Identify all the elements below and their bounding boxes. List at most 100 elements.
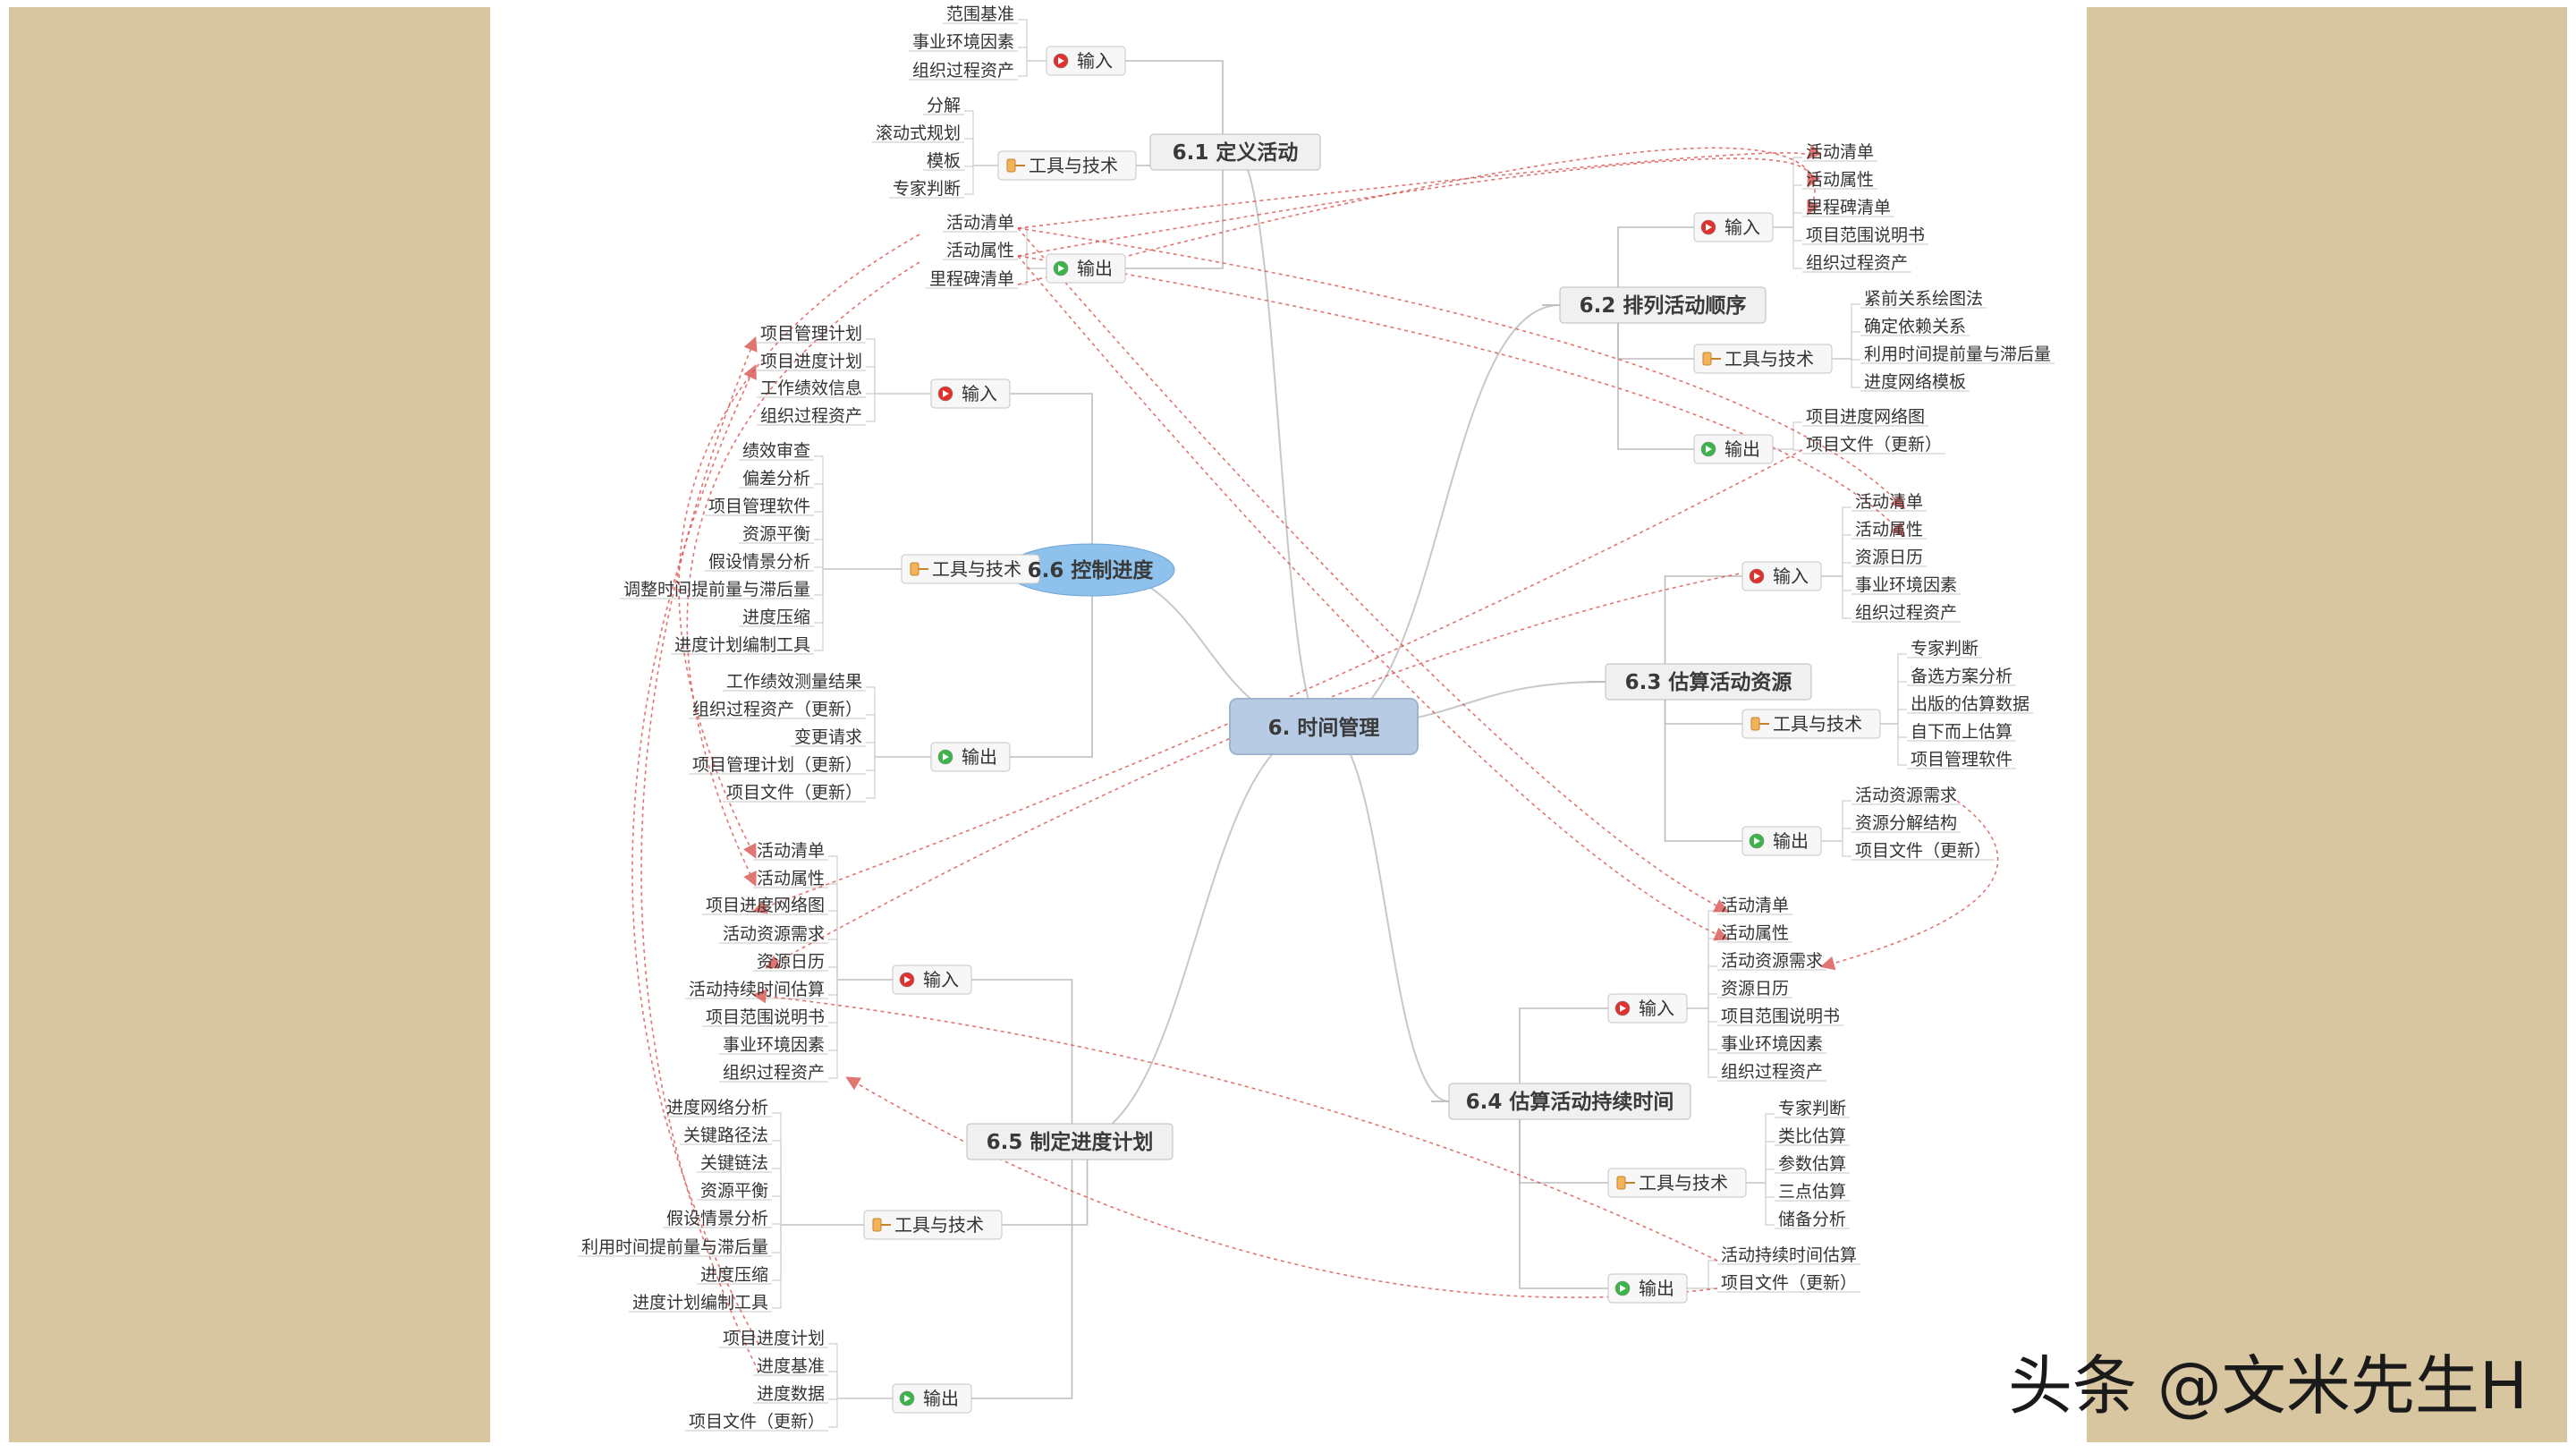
category-label: 输出 xyxy=(1077,258,1113,279)
leaf-item: 组织过程资产 xyxy=(760,406,862,426)
branch-connector xyxy=(1323,726,1450,1102)
frame-top xyxy=(0,0,2576,7)
leaf-connector xyxy=(1687,965,1717,1009)
leaf-connector xyxy=(828,979,893,996)
leaf-connector xyxy=(772,1224,864,1253)
leaf-connector xyxy=(828,883,893,981)
leaf-connector xyxy=(814,568,902,624)
leaf-connector xyxy=(1018,19,1046,62)
leaf-connector xyxy=(814,455,902,570)
leaf-connector xyxy=(828,966,893,981)
leaf-connector xyxy=(772,1195,864,1226)
leaf-item: 专家判断 xyxy=(893,179,961,199)
category-node-tools xyxy=(901,554,1040,584)
leaf-connector xyxy=(772,1140,864,1226)
leaf-connector xyxy=(828,1343,893,1399)
leaf-item: 项目范围说明书 xyxy=(706,1007,825,1027)
relation-arrows xyxy=(631,144,1999,1372)
leaf-item: 储备分析 xyxy=(1778,1210,1846,1229)
leaf-connector xyxy=(1880,681,1907,725)
leaf-connector xyxy=(1746,1141,1775,1184)
leaf-connector xyxy=(828,910,893,981)
leaf-item: 项目进度网络图 xyxy=(1806,407,1925,427)
leaf-item: 调整时间提前量与滞后量 xyxy=(623,580,810,599)
branch-title: 6.1 定义活动 xyxy=(1173,140,1299,165)
category-node-tools xyxy=(1741,709,1881,739)
category-node-output xyxy=(892,1383,972,1414)
leaf-connector xyxy=(1821,800,1852,842)
leaf-connector xyxy=(1821,840,1852,857)
output-icon xyxy=(937,749,953,765)
leaf-item: 活动资源需求 xyxy=(1855,786,1957,805)
leaf-item: 紧前关系绘图法 xyxy=(1864,289,1983,309)
leaf-connector xyxy=(866,714,931,758)
leaf-connector xyxy=(772,1224,864,1281)
tools-icon xyxy=(1750,717,1769,731)
input-icon xyxy=(1749,568,1765,584)
leaf-connector xyxy=(828,939,893,981)
leaf-connector xyxy=(1880,723,1907,766)
tools-icon xyxy=(1702,352,1721,366)
category-label: 输出 xyxy=(1639,1278,1674,1299)
leaf-connector xyxy=(1687,1007,1717,1050)
leaf-item: 组织过程资产 xyxy=(1855,603,1957,623)
leaf-item: 组织过程资产 xyxy=(1721,1062,1823,1082)
category-node-output xyxy=(1693,434,1774,464)
category-node-tools xyxy=(1607,1168,1747,1198)
output-icon xyxy=(1700,441,1716,457)
leaf-item: 类比估算 xyxy=(1778,1126,1846,1146)
leaf-item: 活动清单 xyxy=(1855,492,1923,512)
relation-arrow xyxy=(1017,147,1820,285)
leaf-connector xyxy=(866,756,931,799)
category-node-input xyxy=(1607,993,1688,1024)
leaf-item: 活动持续时间估算 xyxy=(689,980,825,999)
leaf-item: 项目管理计划（更新） xyxy=(692,755,862,775)
input-icon xyxy=(1700,219,1716,235)
leaf-connector xyxy=(828,979,893,1024)
leaf-item: 项目管理计划 xyxy=(760,324,862,344)
leaf-connector xyxy=(1773,448,1802,451)
category-label: 输入 xyxy=(1724,217,1760,238)
leaf-item: 活动持续时间估算 xyxy=(1721,1245,1857,1265)
leaf-item: 专家判断 xyxy=(1911,639,1979,659)
category-label: 输出 xyxy=(1773,830,1809,852)
leaf-item: 进度计划编制工具 xyxy=(674,635,810,655)
input-icon xyxy=(937,386,953,402)
leaf-connector xyxy=(1773,226,1802,242)
category-node-input xyxy=(1693,212,1774,242)
leaf-connector xyxy=(1746,1182,1775,1198)
leaf-item: 资源日历 xyxy=(1721,979,1789,998)
category-label: 输入 xyxy=(1773,565,1809,587)
branch-connector xyxy=(1234,151,1325,727)
leaf-connector xyxy=(814,568,902,651)
nodes xyxy=(863,46,1881,1414)
category-label: 输入 xyxy=(962,383,997,404)
leaf-connector xyxy=(866,756,931,771)
leaf-connector xyxy=(1018,268,1046,285)
category-label: 输入 xyxy=(1639,998,1674,1019)
category-label: 工具与技术 xyxy=(1029,155,1118,176)
leaf-connector xyxy=(814,483,902,570)
frame-left xyxy=(0,0,9,1449)
leaf-item: 利用时间提前量与滞后量 xyxy=(581,1237,768,1257)
leaf-item: 项目进度计划 xyxy=(760,352,862,371)
leaf-item: 工作绩效信息 xyxy=(760,378,862,398)
leaf-item: 绩效审查 xyxy=(742,441,810,461)
leaf-connector xyxy=(772,1168,864,1226)
leaf-connector xyxy=(828,979,893,1051)
branch-connector xyxy=(1069,726,1325,1143)
branch-title: 6.6 控制进度 xyxy=(1028,558,1155,582)
leaf-item: 活动属性 xyxy=(1855,520,1923,540)
leaf-item: 活动资源需求 xyxy=(723,924,825,944)
relation-arrow xyxy=(1017,227,1906,510)
category-label: 输出 xyxy=(923,1388,959,1409)
left-side-panel xyxy=(0,0,490,1449)
leaf-connector xyxy=(964,138,998,166)
leaf-connector xyxy=(814,511,902,570)
center-node-label: 6. 时间管理 xyxy=(1268,716,1380,740)
leaf-connector xyxy=(1687,1007,1717,1078)
relation-arrow xyxy=(1819,800,1999,971)
leaf-item: 进度网络分析 xyxy=(666,1098,768,1117)
leaf-connector xyxy=(1821,828,1852,842)
leaf-connector xyxy=(1018,47,1046,62)
